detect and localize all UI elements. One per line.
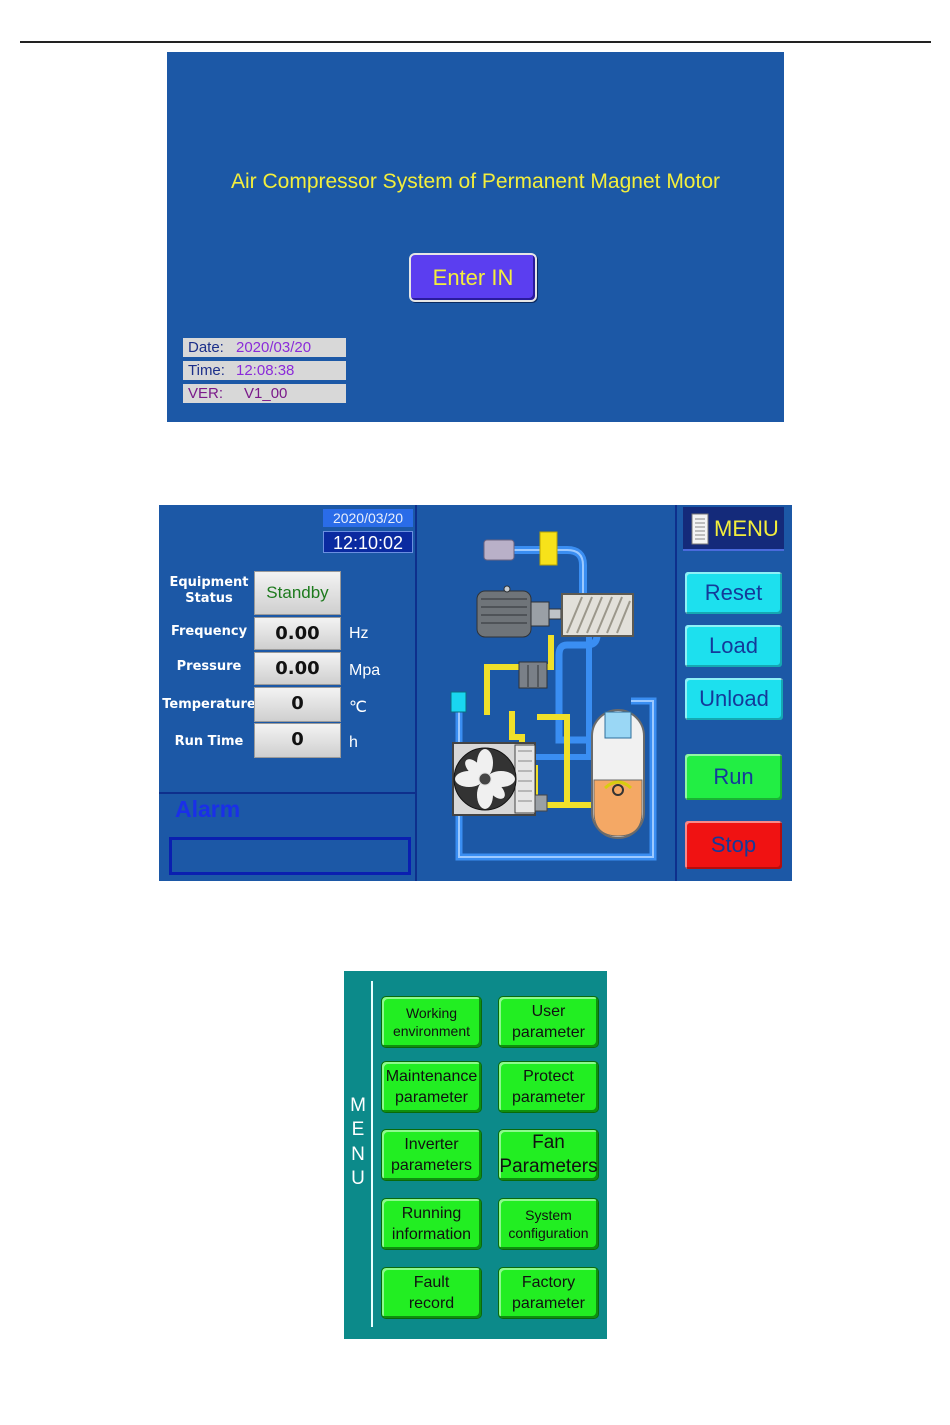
reset-button[interactable]: Reset <box>685 572 782 614</box>
run-time-value: 0 <box>254 723 341 758</box>
motor <box>476 590 532 638</box>
equipment-status-label: Equipment Status <box>163 575 255 607</box>
pressure-label: Pressure <box>176 659 242 674</box>
pressure-sensor <box>450 691 467 713</box>
oil-filter <box>518 661 548 689</box>
document-icon <box>691 513 709 545</box>
temperature-unit: ℃ <box>349 699 367 716</box>
frequency-label: Frequency <box>170 624 248 639</box>
current-date: 2020/03/20 <box>323 509 413 527</box>
menu-letter-u: U <box>351 1168 365 1189</box>
main-status-screen: 2020/03/20 12:10:02 Equipment Status Sta… <box>159 505 792 881</box>
alarm-divider <box>159 792 415 794</box>
time-value: 12:08:38 <box>236 362 295 379</box>
date-row: Date: 2020/03/20 <box>183 338 346 357</box>
equipment-status-text: Standby <box>266 583 329 602</box>
frequency-value: 0.00 <box>254 617 341 650</box>
enter-in-button[interactable]: Enter IN <box>409 253 537 302</box>
frequency-unit: Hz <box>349 625 369 642</box>
alarm-label: Alarm <box>175 796 241 822</box>
menu-letter-n: N <box>351 1144 365 1165</box>
time-label: Time: <box>188 362 225 379</box>
date-label: Date: <box>188 339 224 356</box>
unload-button[interactable]: Unload <box>685 678 783 720</box>
right-panel-divider <box>675 505 677 881</box>
page-top-rule <box>20 41 931 43</box>
time-row: Time: 12:08:38 <box>183 361 346 380</box>
pressure-value: 0.00 <box>254 652 341 685</box>
alarm-message-box <box>169 837 411 875</box>
menu-button-label: MENU <box>714 516 779 541</box>
run-time-unit: h <box>349 734 358 751</box>
compressor-system-diagram <box>450 531 657 861</box>
version-label: VER: <box>188 385 224 402</box>
version-row: VER: V1_00 <box>183 384 346 403</box>
menu-letter-m: M <box>350 1095 366 1116</box>
pressure-unit: Mpa <box>349 662 381 679</box>
left-panel-divider <box>415 505 417 881</box>
menu-side-divider <box>371 981 373 1327</box>
equipment-status-label-line2: Status <box>185 591 233 606</box>
intake-valve <box>539 531 558 566</box>
current-time: 12:10:02 <box>323 531 413 553</box>
load-button[interactable]: Load <box>685 625 782 667</box>
temperature-label: Temperature <box>162 697 256 712</box>
stop-button[interactable]: Stop <box>685 821 782 869</box>
temperature-value: 0 <box>254 687 341 722</box>
air-intake-filter <box>483 539 515 561</box>
run-time-label: Run Time <box>174 734 244 749</box>
menu-letter-e: E <box>351 1119 365 1140</box>
oil-pipe-lower <box>537 714 592 808</box>
system-title: Air Compressor System of Permanent Magne… <box>230 170 720 193</box>
startup-screen: Air Compressor System of Permanent Magne… <box>167 52 784 422</box>
version-value: V1_00 <box>244 385 288 402</box>
equipment-status-label-line1: Equipment <box>169 575 249 590</box>
oil-return-pipe <box>555 607 601 744</box>
date-value: 2020/03/20 <box>236 339 312 356</box>
menu-button[interactable]: MENU <box>683 507 784 551</box>
equipment-status-value: Standby <box>254 571 341 615</box>
run-button[interactable]: Run <box>685 754 782 800</box>
